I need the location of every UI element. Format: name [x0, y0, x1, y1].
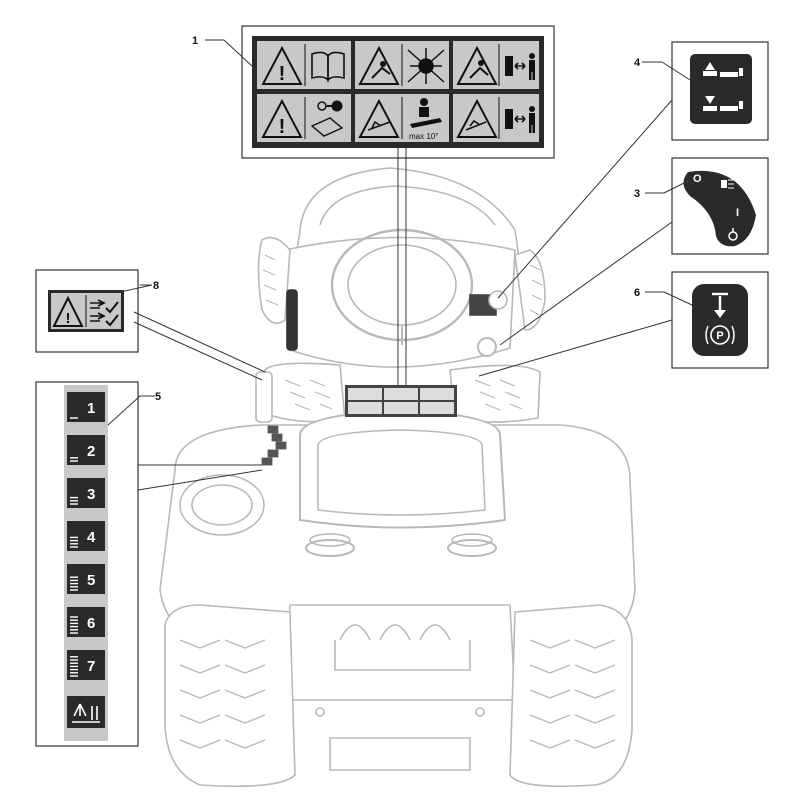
cutting-height-tile-bg	[67, 392, 105, 422]
start-position-icon	[728, 228, 738, 241]
blade-lift-icon	[703, 62, 743, 77]
push-down-arrow-icon	[712, 292, 728, 318]
cutting-height-tile-1: 1	[67, 392, 105, 422]
warning-read-manual-cell: !	[257, 41, 351, 89]
parking-brake-icon: P	[705, 325, 735, 345]
warning-slope-cell: max 10°	[355, 94, 449, 142]
decal-1-safety-warning-label: !	[241, 25, 555, 159]
svg-text:!: !	[66, 310, 71, 327]
headlight-icon	[721, 179, 734, 189]
off-position-symbol: O	[693, 173, 702, 185]
height-gauge-icon	[70, 656, 78, 677]
cutting-height-number: 2	[87, 443, 95, 460]
decal-5-cutting-height-strip: 1 2 3 4 5 6 7	[35, 381, 139, 747]
cutting-height-tile-7: 7	[67, 650, 105, 680]
height-gauge-icon	[70, 496, 78, 505]
warning-triangle-icon	[358, 98, 400, 138]
cutting-height-number: 5	[87, 572, 95, 589]
blade-lower-icon	[703, 96, 743, 111]
cutting-height-tile-bg	[67, 607, 105, 637]
cutting-height-tile-bg	[67, 435, 105, 465]
tractor-drawing	[159, 167, 636, 788]
cutting-height-tile-3: 3	[67, 478, 105, 508]
cutting-height-number: 4	[87, 529, 96, 546]
cutting-height-tile-bg	[67, 650, 105, 680]
callout-1: 1	[192, 35, 198, 47]
cutting-height-tile-5: 5	[67, 564, 105, 594]
height-gauge-icon	[70, 616, 78, 634]
keep-distance-person-icon	[529, 106, 535, 133]
decal-8-hazard-label: !	[35, 269, 139, 353]
warning-triangle-icon	[261, 45, 303, 85]
cutting-height-tile-bg	[67, 478, 105, 508]
warning-thrown-objects-cell	[355, 41, 449, 89]
callout-3: 3	[634, 188, 640, 200]
ignition-key-icon	[317, 100, 343, 112]
warning-triangle-icon	[456, 98, 498, 138]
cutting-height-tile-bg	[67, 564, 105, 594]
warning-triangle-icon	[52, 295, 84, 327]
warning-remove-key-cell: !	[257, 94, 351, 142]
svg-text:!: !	[279, 63, 286, 85]
cutting-height-number: 3	[87, 486, 95, 503]
cutting-height-tile-4: 4	[67, 521, 105, 551]
max-slope-label: max 10°	[409, 132, 438, 141]
callout-5: 5	[155, 391, 161, 403]
cutting-height-number: 6	[87, 615, 95, 632]
decal-4-blade-engage-label	[671, 41, 769, 141]
manual-page-icon	[310, 117, 344, 137]
height-gauge-icon	[70, 536, 78, 548]
callout-numbers: 1 4 3 6 8 5	[153, 35, 641, 403]
warning-triangle-icon	[358, 45, 400, 85]
warning-keep-distance-cell-1	[453, 41, 539, 89]
double-arrow-icon	[514, 115, 526, 123]
thrown-debris-icon	[407, 48, 445, 84]
decal-3-ignition-switch-label: O I	[671, 157, 769, 255]
decal-1-on-tractor	[345, 385, 457, 417]
on-position-symbol: I	[736, 207, 739, 219]
cutting-height-tile-6: 6	[67, 607, 105, 637]
height-gauge-icon	[70, 457, 78, 462]
warning-triangle-icon	[261, 98, 303, 138]
double-arrow-icon	[514, 62, 526, 70]
machine-block-icon	[505, 109, 513, 129]
keep-distance-person-icon	[529, 53, 535, 80]
open-book-icon	[311, 51, 345, 83]
warning-triangle-icon	[456, 45, 498, 85]
machine-block-icon	[505, 56, 513, 76]
cutting-height-number: 7	[87, 658, 95, 675]
height-gauge-icon	[70, 576, 78, 591]
parking-symbol: P	[716, 330, 723, 342]
cutting-height-number: 1	[87, 400, 95, 417]
cutting-height-tile-2: 2	[67, 435, 105, 465]
callout-4: 4	[634, 57, 641, 69]
leader-lines	[107, 39, 693, 491]
cutting-deck-icon	[67, 696, 105, 728]
check-lever-icon	[90, 299, 119, 327]
operator-on-slope-icon	[410, 98, 442, 128]
callout-8: 8	[153, 280, 159, 292]
callout-6: 6	[634, 287, 640, 299]
svg-text:!: !	[279, 116, 286, 138]
cutting-height-tile-bg	[67, 521, 105, 551]
decal-6-parking-brake-label: P	[671, 271, 769, 369]
warning-keep-distance-cell-2	[453, 94, 539, 142]
